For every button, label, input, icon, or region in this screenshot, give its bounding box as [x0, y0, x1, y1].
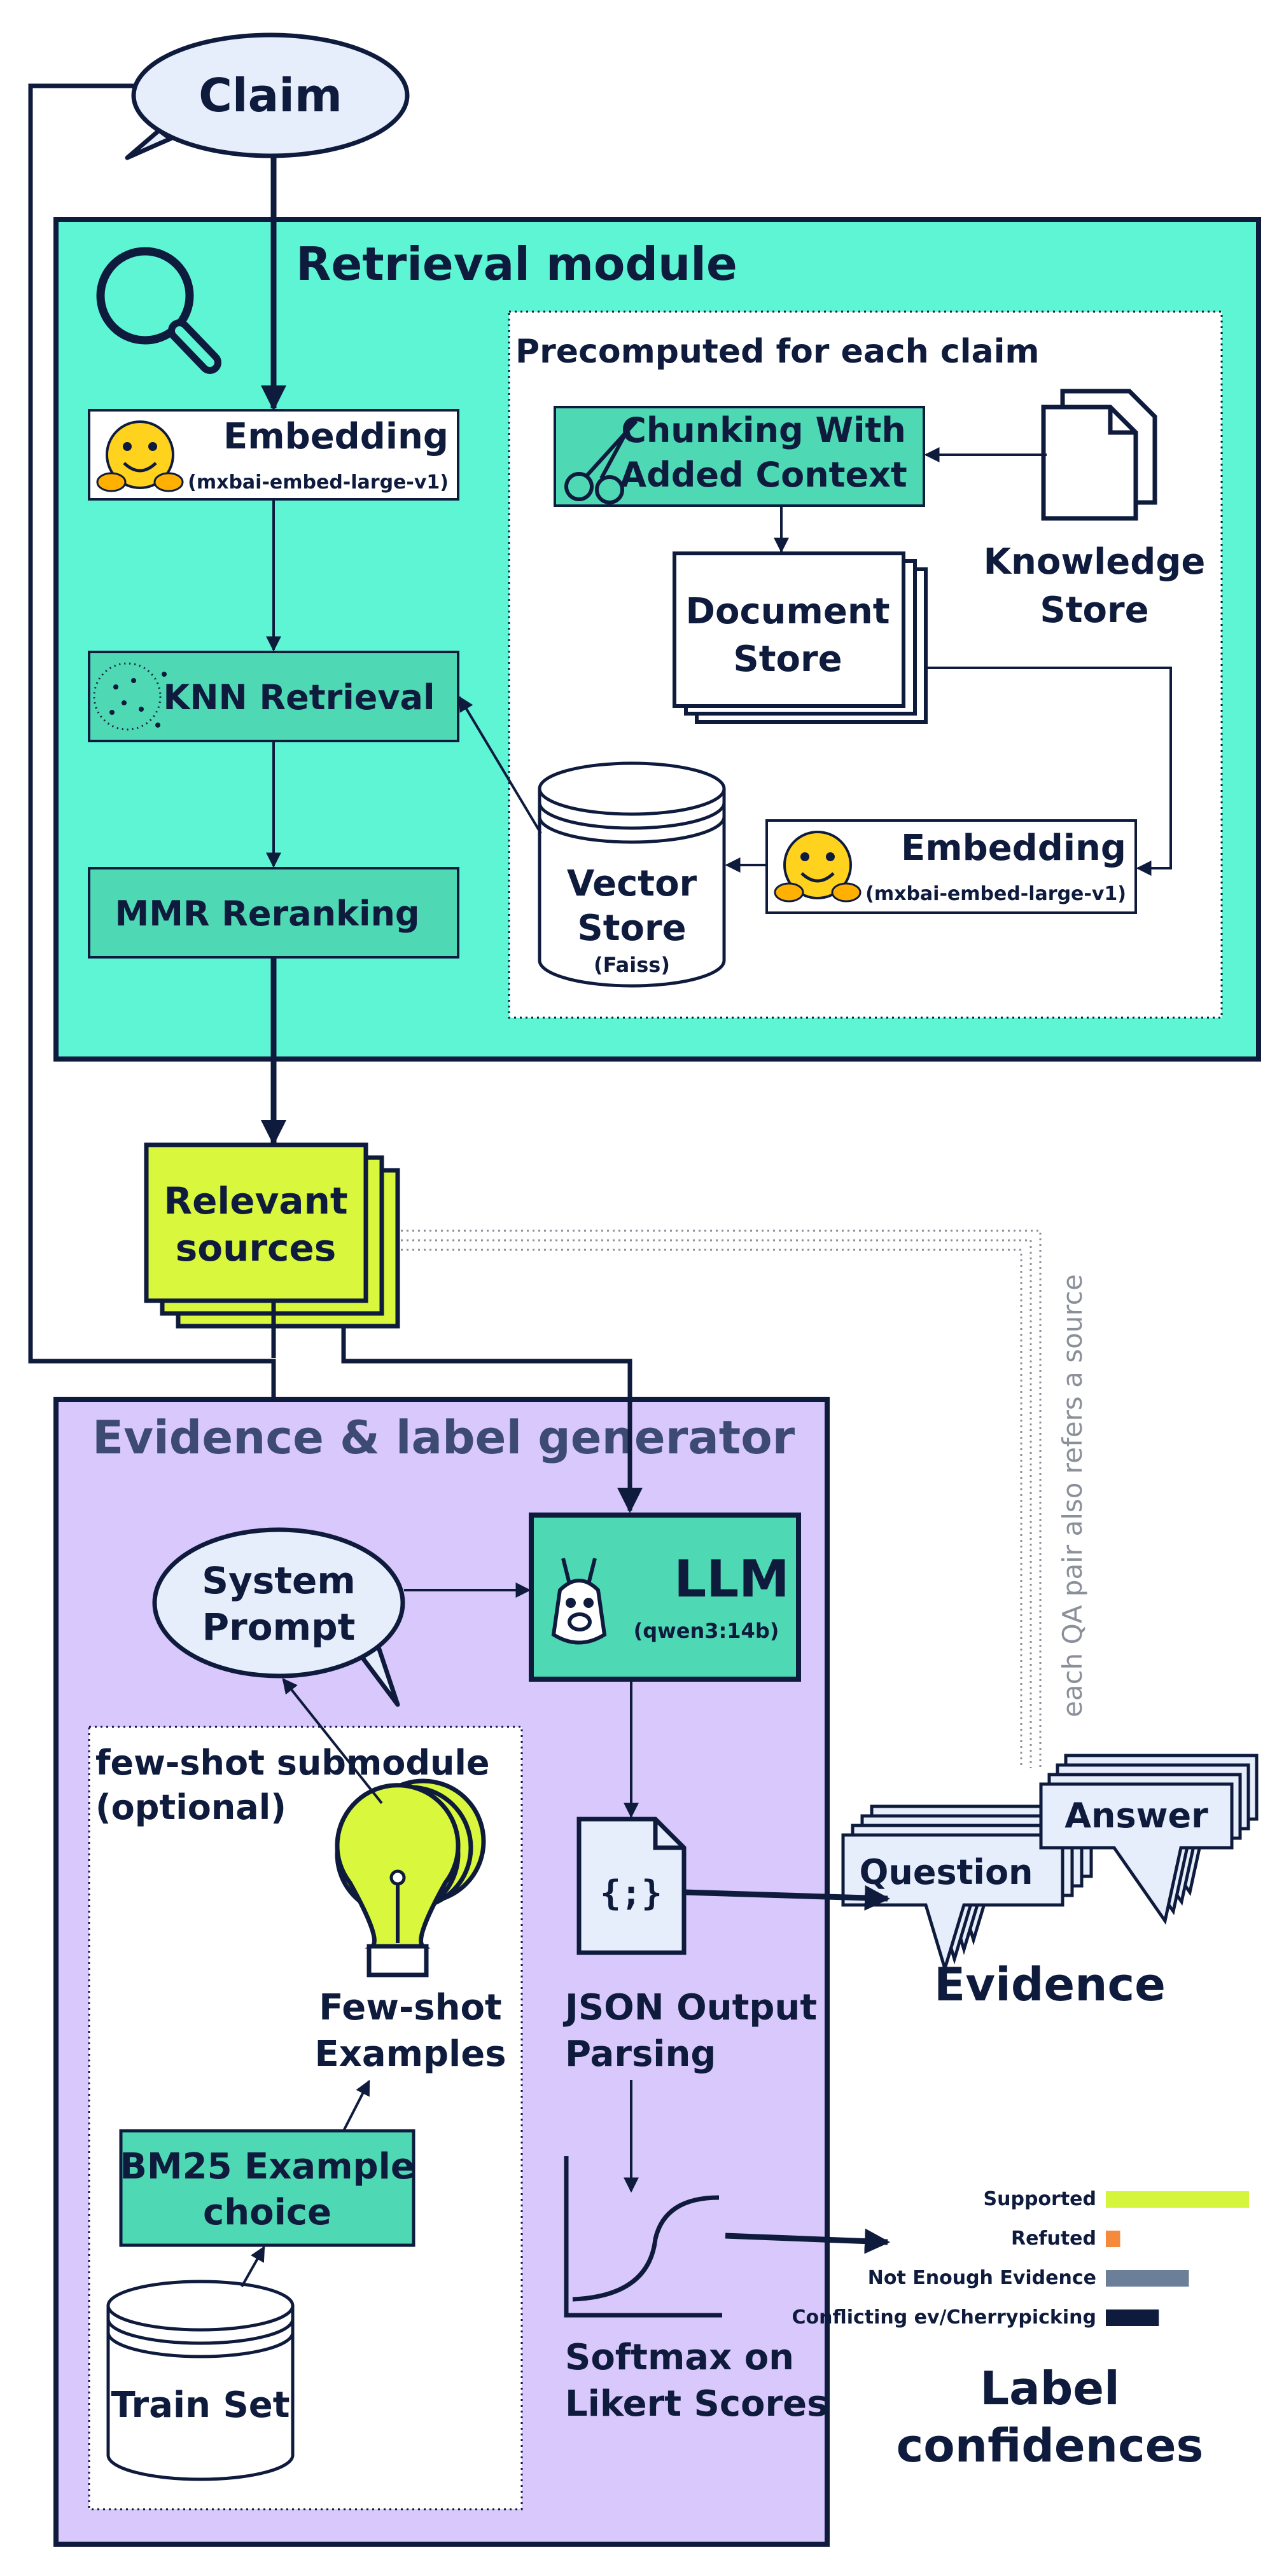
fewshot-title-line1: few-shot submodule	[95, 1743, 490, 1783]
json-to-evidence-arrow	[683, 1885, 890, 1911]
json-glyph: {;}	[600, 1873, 662, 1913]
confidence-bar	[1106, 2191, 1249, 2208]
embedding-box: Embedding (mxbai-embed-large-v1)	[88, 409, 459, 501]
confidence-bar	[1106, 2309, 1159, 2326]
qa-note: each QA pair also refers a source	[1057, 1274, 1088, 1717]
knn-retrieval-box: KNN Retrieval	[88, 651, 459, 742]
answer-label: Answer	[1064, 1796, 1208, 1836]
knowledge-store: Knowledge Store	[984, 389, 1206, 631]
precomputed-title: Precomputed for each claim	[515, 333, 1040, 371]
llm-label: LLM	[674, 1549, 790, 1609]
claim-bubble: Claim	[125, 32, 410, 160]
vector-store: Vector Store (Faiss)	[538, 761, 726, 988]
bm25-line2: choice	[203, 2192, 331, 2233]
qa-reference-line	[401, 1229, 1042, 1768]
chunking-line2: Added Context	[620, 455, 907, 495]
labels-title-line2: confidences	[897, 2419, 1204, 2472]
hugging-face-icon	[774, 831, 862, 903]
mmr-label: MMR Reranking	[115, 894, 419, 934]
retrieval-arrows	[266, 447, 1172, 876]
vector-line1: Vector	[567, 863, 697, 904]
magnifier-icon	[96, 247, 221, 374]
confidence-bar	[1106, 2231, 1120, 2247]
confidence-bar	[1106, 2270, 1189, 2287]
embedding-label: Embedding	[223, 416, 449, 457]
label-name: Not Enough Evidence	[868, 2267, 1096, 2289]
question-label: Question	[860, 1852, 1033, 1892]
document-line1: Document	[686, 591, 890, 632]
claim-label: Claim	[199, 69, 342, 122]
labels-title-line1: Label	[980, 2362, 1120, 2415]
mmr-reranking-box: MMR Reranking	[88, 867, 459, 959]
answer-bubble: Answer	[1039, 1754, 1259, 1925]
train-set: Train Set	[106, 2280, 295, 2481]
chunking-line1: Chunking With	[621, 410, 906, 450]
chunking-box: Chunking With Added Context	[554, 406, 925, 507]
question-bubble: Question	[841, 1804, 1093, 1974]
json-file-icon: {;}	[576, 1817, 687, 1955]
softmax-to-labels-arrow	[725, 2228, 890, 2254]
softmax-line1: Softmax on	[565, 2337, 794, 2378]
fewshot-examples-line2: Examples	[314, 2033, 506, 2075]
bm25-box: BM25 Example choice	[119, 2129, 415, 2247]
hugging-face-icon	[96, 420, 184, 492]
fewshot-title-line2: (optional)	[95, 1787, 286, 1827]
embedding2-label: Embedding	[901, 828, 1126, 869]
sources-line2: sources	[176, 1226, 337, 1270]
system-line2: Prompt	[202, 1605, 356, 1649]
llm-model: (qwen3:14b)	[634, 1619, 779, 1643]
trainset-label: Train Set	[111, 2385, 290, 2426]
knowledge-line1: Knowledge	[984, 541, 1206, 583]
relevant-sources: Relevant sources	[144, 1142, 400, 1329]
lightbulb-icon	[335, 1778, 486, 1977]
vector-line2: Store	[577, 908, 686, 949]
llm-box: LLM (qwen3:14b)	[529, 1513, 801, 1682]
sigmoid-icon	[564, 2156, 722, 2318]
evidence-title: Evidence	[934, 1958, 1166, 2011]
knn-label: KNN Retrieval	[164, 677, 435, 717]
softmax-line2: Likert Scores	[565, 2383, 828, 2425]
embedding2-model: (mxbai-embed-large-v1)	[865, 883, 1126, 905]
knowledge-line2: Store	[1040, 590, 1148, 631]
generator-title: Evidence & label generator	[92, 1411, 795, 1464]
scissors-icon	[564, 419, 638, 504]
bm25-to-examples-arrow	[342, 2079, 370, 2131]
label-name: Supported	[984, 2188, 1096, 2210]
evidence-group: Question Answer Evidence	[841, 1754, 1259, 2011]
llama-icon	[551, 1558, 607, 1645]
sources-to-generator-arrows	[271, 1301, 643, 1513]
label-name: Conflicting ev/Cherrypicking	[792, 2306, 1096, 2329]
train-to-bm25-arrow	[241, 2245, 265, 2287]
system-prompt-bubble: System Prompt	[152, 1527, 405, 1707]
json-line1: JSON Output	[562, 1987, 817, 2028]
bm25-line1: BM25 Example	[120, 2146, 415, 2187]
embedding-box-right: Embedding (mxbai-embed-large-v1)	[765, 819, 1137, 914]
sources-line1: Relevant	[164, 1179, 347, 1222]
examples-to-prompt-arrow	[282, 1678, 383, 1804]
documents-icon	[1041, 389, 1157, 521]
vector-sub: (Faiss)	[594, 953, 670, 977]
fewshot-examples-line1: Few-shot	[319, 1987, 501, 2028]
scatter-icon	[93, 662, 167, 731]
json-line2: Parsing	[565, 2033, 716, 2075]
document-store: Document Store	[673, 551, 928, 724]
embedding-model: (mxbai-embed-large-v1)	[188, 471, 449, 494]
retrieval-module-title: Retrieval module	[296, 237, 737, 291]
label-name: Refuted	[1011, 2227, 1096, 2250]
system-line1: System	[202, 1559, 356, 1602]
document-line2: Store	[733, 639, 842, 680]
